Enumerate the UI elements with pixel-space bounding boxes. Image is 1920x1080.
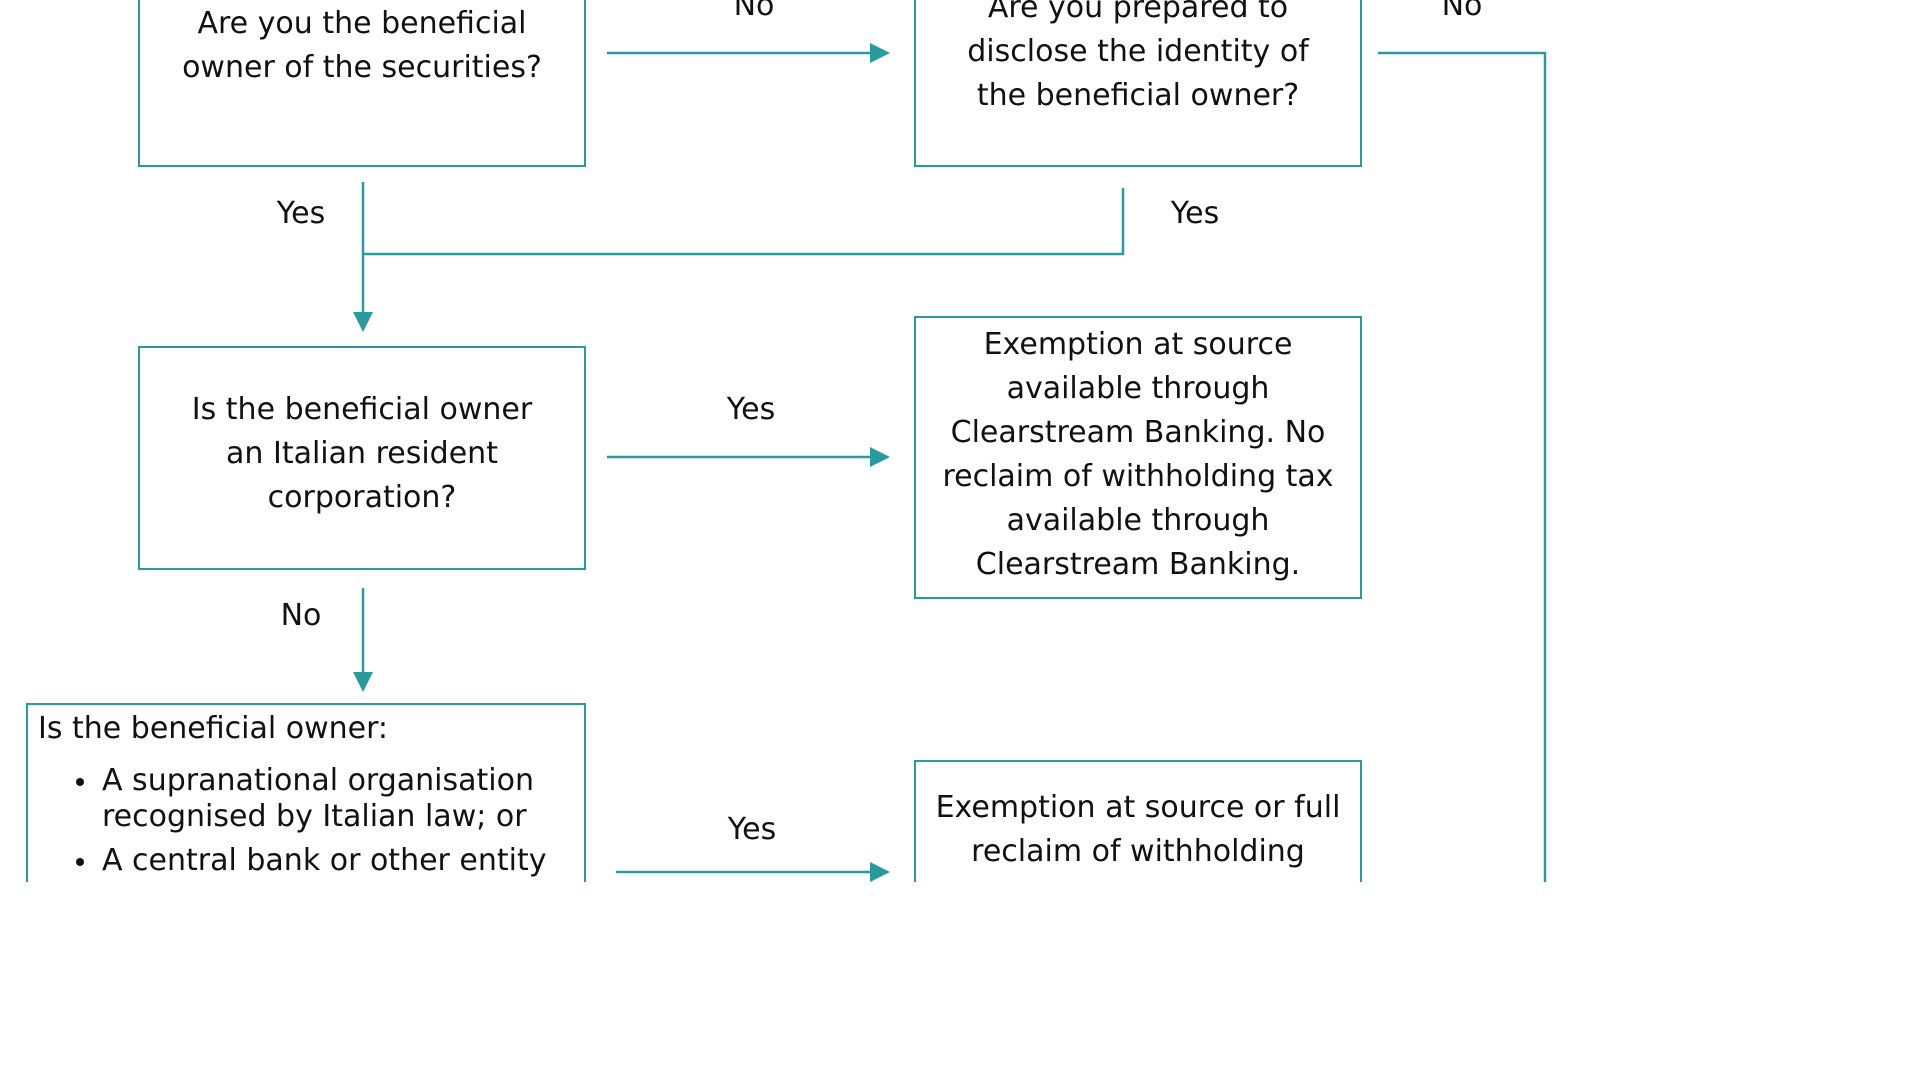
node-italian-resident-text: Is the beneficial owner an Italian resid… [191,392,533,515]
edge-label-owner-yes: Yes [276,196,326,231]
connector-disclose-no [1378,51,1547,882]
node-exemption-no-reclaim-text: Exemption at source available through Cl… [942,327,1334,582]
node-beneficial-owner-text: Are you the beneficial owner of the secu… [182,6,542,85]
node-exemption-or-reclaim-text: Exemption at source or full reclaim of w… [935,790,1341,869]
node-entity-type-title: Is the beneficial owner: [38,711,389,746]
node-italian-resident-question: Is the beneficial owner an Italian resid… [138,346,586,570]
node-disclose-identity-question: Are you prepared to disclose the identit… [914,0,1362,167]
list-item: A supranational organisation recognised … [76,763,572,835]
node-exemption-no-reclaim-result: Exemption at source available through Cl… [914,316,1362,599]
connector-disclose-yes [363,188,1125,256]
edge-label-italian-no: No [280,598,322,633]
edge-label-disclose-no: No [1441,0,1483,23]
edge-label-disclose-yes: Yes [1170,196,1220,231]
connector-layer [353,43,1547,882]
edge-label-entity-yes: Yes [727,812,777,847]
node-entity-type-question: Is the beneficial owner: A supranational… [26,703,586,882]
node-beneficial-owner-question: Are you the beneficial owner of the secu… [138,0,586,167]
edge-label-owner-no: No [733,0,775,23]
edge-label-italian-yes: Yes [726,392,776,427]
node-exemption-or-reclaim-result: Exemption at source or full reclaim of w… [914,760,1362,882]
flowchart-canvas: Are you the beneficial owner of the secu… [26,0,1547,882]
node-entity-type-list: A supranational organisation recognised … [28,763,572,882]
list-item: A central bank or other entity [76,843,572,879]
node-disclose-identity-text: Are you prepared to disclose the identit… [967,0,1309,113]
